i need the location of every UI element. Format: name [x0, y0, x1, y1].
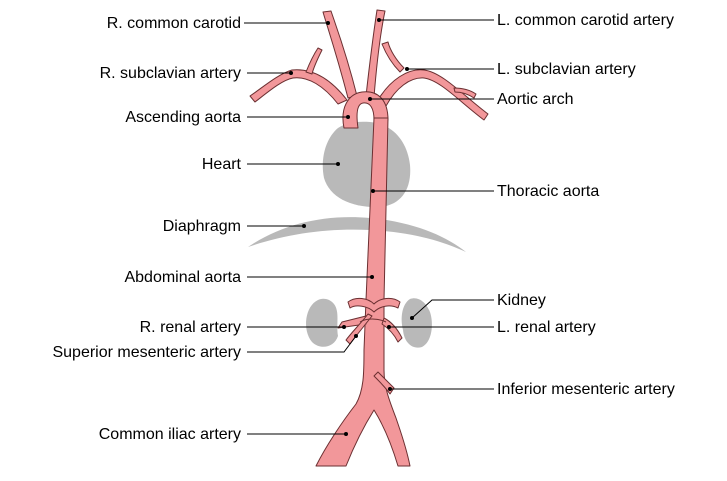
label-r-renal: R. renal artery	[140, 319, 241, 336]
heart-shape	[322, 121, 411, 208]
label-inferior-mesenteric: Inferior mesenteric artery	[497, 381, 675, 398]
label-heart: Heart	[202, 156, 242, 173]
label-superior-mesenteric: Superior mesenteric artery	[52, 344, 241, 361]
branch-bands	[347, 297, 401, 313]
right-kidney-shape	[306, 298, 338, 347]
arterial-tree	[249, 9, 489, 467]
left-kidney-shape	[401, 298, 432, 348]
right-subclavian-vessel	[249, 69, 348, 105]
label-kidney: Kidney	[497, 292, 546, 309]
left-common-carotid-vessel	[365, 9, 386, 98]
label-diaphragm: Diaphragm	[163, 218, 241, 235]
label-abdominal-aorta: Abdominal aorta	[124, 269, 241, 286]
left-subclavian-small-branch	[453, 87, 477, 99]
left-subclavian-branch	[381, 41, 405, 73]
leader-lines	[244, 18, 494, 436]
label-thoracic-aorta: Thoracic aorta	[497, 183, 599, 200]
left-renal-vessel	[381, 317, 403, 343]
label-aortic-arch: Aortic arch	[497, 91, 573, 108]
left-subclavian-vessel	[377, 69, 489, 121]
right-subclavian-branch	[305, 47, 323, 75]
mesenteric-outline	[359, 318, 387, 323]
label-r-subclavian: R. subclavian artery	[100, 65, 241, 82]
label-l-subclavian: L. subclavian artery	[497, 61, 636, 78]
diaphragm-shape	[248, 217, 466, 252]
label-common-iliac: Common iliac artery	[99, 426, 241, 443]
descending-aorta-vessel	[315, 117, 411, 467]
label-r-common-carotid: R. common carotid	[107, 15, 241, 32]
label-ascending-aorta: Ascending aorta	[125, 109, 241, 126]
label-l-common-carotid: L. common carotid artery	[497, 12, 674, 29]
superior-mesenteric-vessel	[345, 313, 373, 345]
label-l-renal: L. renal artery	[497, 319, 596, 336]
